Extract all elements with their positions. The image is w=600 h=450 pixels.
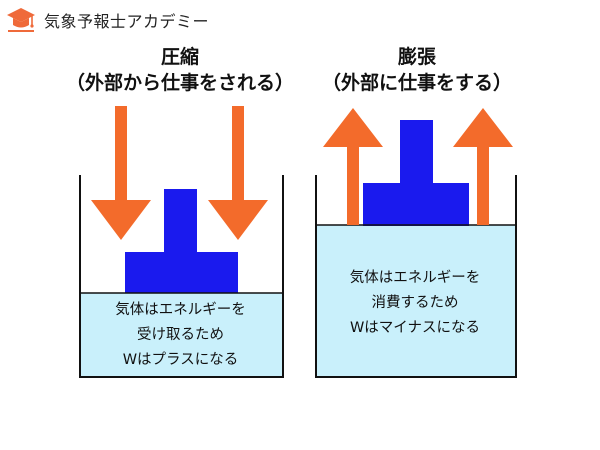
- expansion-subtitle: （外部に仕事をする）: [321, 72, 512, 94]
- caption-line: 気体はエネルギーを: [115, 302, 246, 318]
- caption-line: 受け取るため: [137, 327, 224, 343]
- expansion-diagram: [315, 108, 517, 378]
- container: [315, 175, 517, 378]
- caption-line: Wはプラスになる: [122, 352, 239, 368]
- compression-subtitle: （外部から仕事をされる）: [65, 72, 294, 94]
- container: [79, 175, 284, 378]
- down-arrow-icon: [208, 106, 268, 240]
- compression-title: 圧縮 （外部から仕事をされる）: [50, 44, 310, 96]
- compression-heading: 圧縮: [160, 46, 199, 68]
- compression-caption: 気体はエネルギーを 受け取るため Wはプラスになる: [79, 298, 282, 373]
- caption-line: 消費するため: [371, 295, 459, 311]
- compression-diagram: [79, 106, 284, 378]
- gas-region: [316, 225, 516, 377]
- header: 気象予報士アカデミー: [6, 4, 209, 36]
- expansion-title: 膨張 （外部に仕事をする）: [287, 44, 547, 96]
- up-arrow-icon: [323, 108, 383, 225]
- caption-line: 気体はエネルギーを: [349, 270, 481, 286]
- brand-name: 気象予報士アカデミー: [44, 12, 210, 31]
- mortarboard-icon: [7, 8, 35, 32]
- caption-line: Wはマイナスになる: [349, 320, 481, 336]
- expansion-caption: 気体はエネルギーを 消費するため Wはマイナスになる: [315, 266, 515, 341]
- gas-region: [80, 293, 283, 377]
- piston: [125, 189, 238, 293]
- down-arrow-icon: [91, 106, 151, 240]
- piston: [363, 120, 469, 226]
- up-arrow-icon: [453, 108, 513, 225]
- expansion-heading: 膨張: [397, 46, 436, 68]
